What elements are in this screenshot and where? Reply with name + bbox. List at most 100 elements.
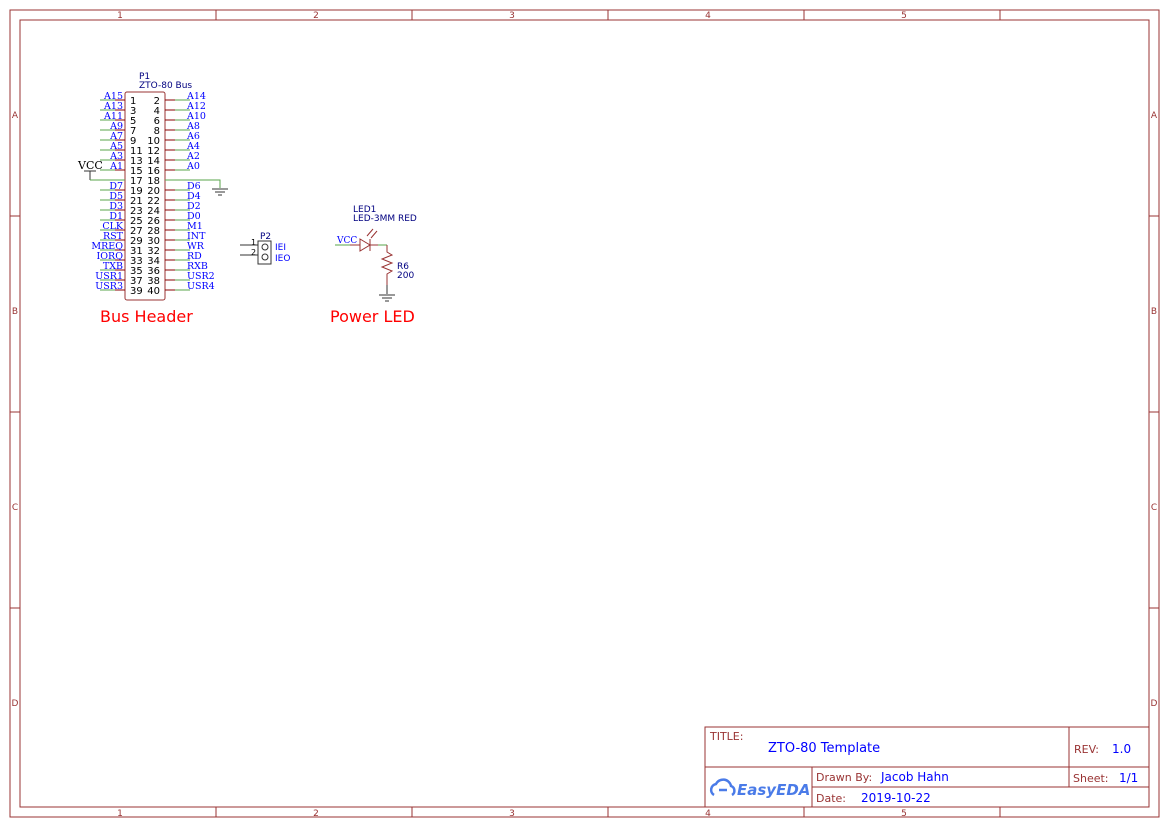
pin-number: 6 xyxy=(154,116,160,127)
easyeda-cloud-icon xyxy=(709,778,736,797)
p2-body xyxy=(257,240,272,265)
gnd-wire xyxy=(165,179,221,188)
column-marker: 1 xyxy=(117,11,123,21)
rev-value: 1.0 xyxy=(1112,742,1131,756)
pin-number: 20 xyxy=(147,186,160,197)
net-label: RD xyxy=(187,251,202,262)
pin-number: 29 xyxy=(130,236,143,247)
net-label: D6 xyxy=(187,181,201,192)
net-label: WR xyxy=(187,241,205,252)
pin-number: 1 xyxy=(130,96,136,107)
pin-number: 5 xyxy=(130,116,136,127)
p2-label-iei: IEI xyxy=(275,243,286,253)
column-marker: 2 xyxy=(313,809,319,819)
sheet-value: 1/1 xyxy=(1119,771,1138,785)
net-label: D2 xyxy=(187,201,201,212)
row-marker: A xyxy=(1151,111,1158,121)
outer-frame xyxy=(9,9,1160,818)
p1-body xyxy=(124,91,166,301)
net-label: A0 xyxy=(186,161,200,172)
led-vcc-label: VCC xyxy=(336,236,357,246)
pin-number: 8 xyxy=(154,126,160,137)
net-label: D1 xyxy=(109,211,123,222)
p1-designator: P1 xyxy=(139,72,150,82)
net-label: USR3 xyxy=(95,281,123,292)
net-label: RXB xyxy=(187,261,208,272)
resistor-designator: R6 xyxy=(397,262,409,272)
pin-number: 9 xyxy=(130,136,136,147)
pin-number: 32 xyxy=(147,246,160,257)
led-value: LED-3MM RED xyxy=(353,214,417,224)
pin-number: 26 xyxy=(147,216,160,227)
pin-number: 24 xyxy=(147,206,160,217)
net-label: A9 xyxy=(109,121,123,132)
pin-number: 35 xyxy=(130,266,143,277)
row-marker: A xyxy=(12,111,19,121)
column-marker: 4 xyxy=(705,809,711,819)
led-designator: LED1 xyxy=(353,205,376,215)
p2-pin-2: 2 xyxy=(251,248,256,257)
drawn-by-label: Drawn By: xyxy=(816,771,872,784)
column-marker: 5 xyxy=(901,809,907,819)
net-label: MREQ xyxy=(91,241,123,252)
pin-number: 22 xyxy=(147,196,160,207)
net-label: CLK xyxy=(102,221,124,232)
section-bus-header: Bus Header xyxy=(100,307,193,326)
pin-number: 23 xyxy=(130,206,143,217)
pin-number: 18 xyxy=(147,176,160,187)
pin-number: 3 xyxy=(130,106,136,117)
pin-number: 33 xyxy=(130,256,143,267)
net-label: D0 xyxy=(187,211,201,222)
net-label: A1 xyxy=(109,161,123,172)
net-label: A4 xyxy=(186,141,200,152)
rev-label: REV: xyxy=(1074,743,1099,756)
column-marker: 4 xyxy=(705,11,711,21)
net-label: A14 xyxy=(186,91,206,102)
net-label: A10 xyxy=(186,111,206,122)
net-label: A11 xyxy=(103,111,123,122)
net-label: IORQ xyxy=(97,251,124,262)
p2-label-ieo: IEO xyxy=(275,254,290,264)
pin-number: 2 xyxy=(154,96,160,107)
net-label: INT xyxy=(187,231,206,242)
vcc-symbol xyxy=(84,170,96,180)
net-label: D5 xyxy=(109,191,123,202)
net-label: A2 xyxy=(186,151,200,162)
vcc-label: VCC xyxy=(77,159,103,172)
pin-number: 36 xyxy=(147,266,160,277)
power-led-circuit[interactable]: LED1 LED-3MM RED VCC R6 200 xyxy=(335,205,417,302)
row-marker: B xyxy=(1151,307,1157,317)
section-power-led: Power LED xyxy=(330,307,415,326)
column-marker: 3 xyxy=(509,11,515,21)
pin-number: 40 xyxy=(147,286,160,297)
row-marker: D xyxy=(1151,699,1158,709)
row-marker: D xyxy=(12,699,19,709)
pin-number: 14 xyxy=(147,156,160,167)
p2-designator: P2 xyxy=(260,232,271,242)
pin-number: 12 xyxy=(147,146,160,157)
drawn-by-value: Jacob Hahn xyxy=(880,770,949,784)
net-label: TXB xyxy=(103,261,123,272)
pin-number: 39 xyxy=(130,286,143,297)
easyeda-logo: EasyEDA xyxy=(737,781,810,799)
pin-number: 37 xyxy=(130,276,143,287)
net-label: D3 xyxy=(109,201,123,212)
pin-number: 17 xyxy=(130,176,143,187)
ground-icon xyxy=(212,188,228,196)
pin-number: 11 xyxy=(130,146,143,157)
led-light-arrows-icon xyxy=(366,228,378,239)
row-marker: C xyxy=(12,503,18,513)
pin-number: 27 xyxy=(130,226,143,237)
net-label: USR4 xyxy=(187,281,215,292)
p2-connector[interactable]: P2 1 2 IEI IEO xyxy=(240,232,290,265)
net-label: USR1 xyxy=(95,271,123,282)
column-marker: 3 xyxy=(509,809,515,819)
p2-pin-1: 1 xyxy=(251,238,256,247)
column-marker: 2 xyxy=(313,11,319,21)
column-marker: 5 xyxy=(901,11,907,21)
pin-number: 19 xyxy=(130,186,143,197)
net-label: A13 xyxy=(103,101,123,112)
